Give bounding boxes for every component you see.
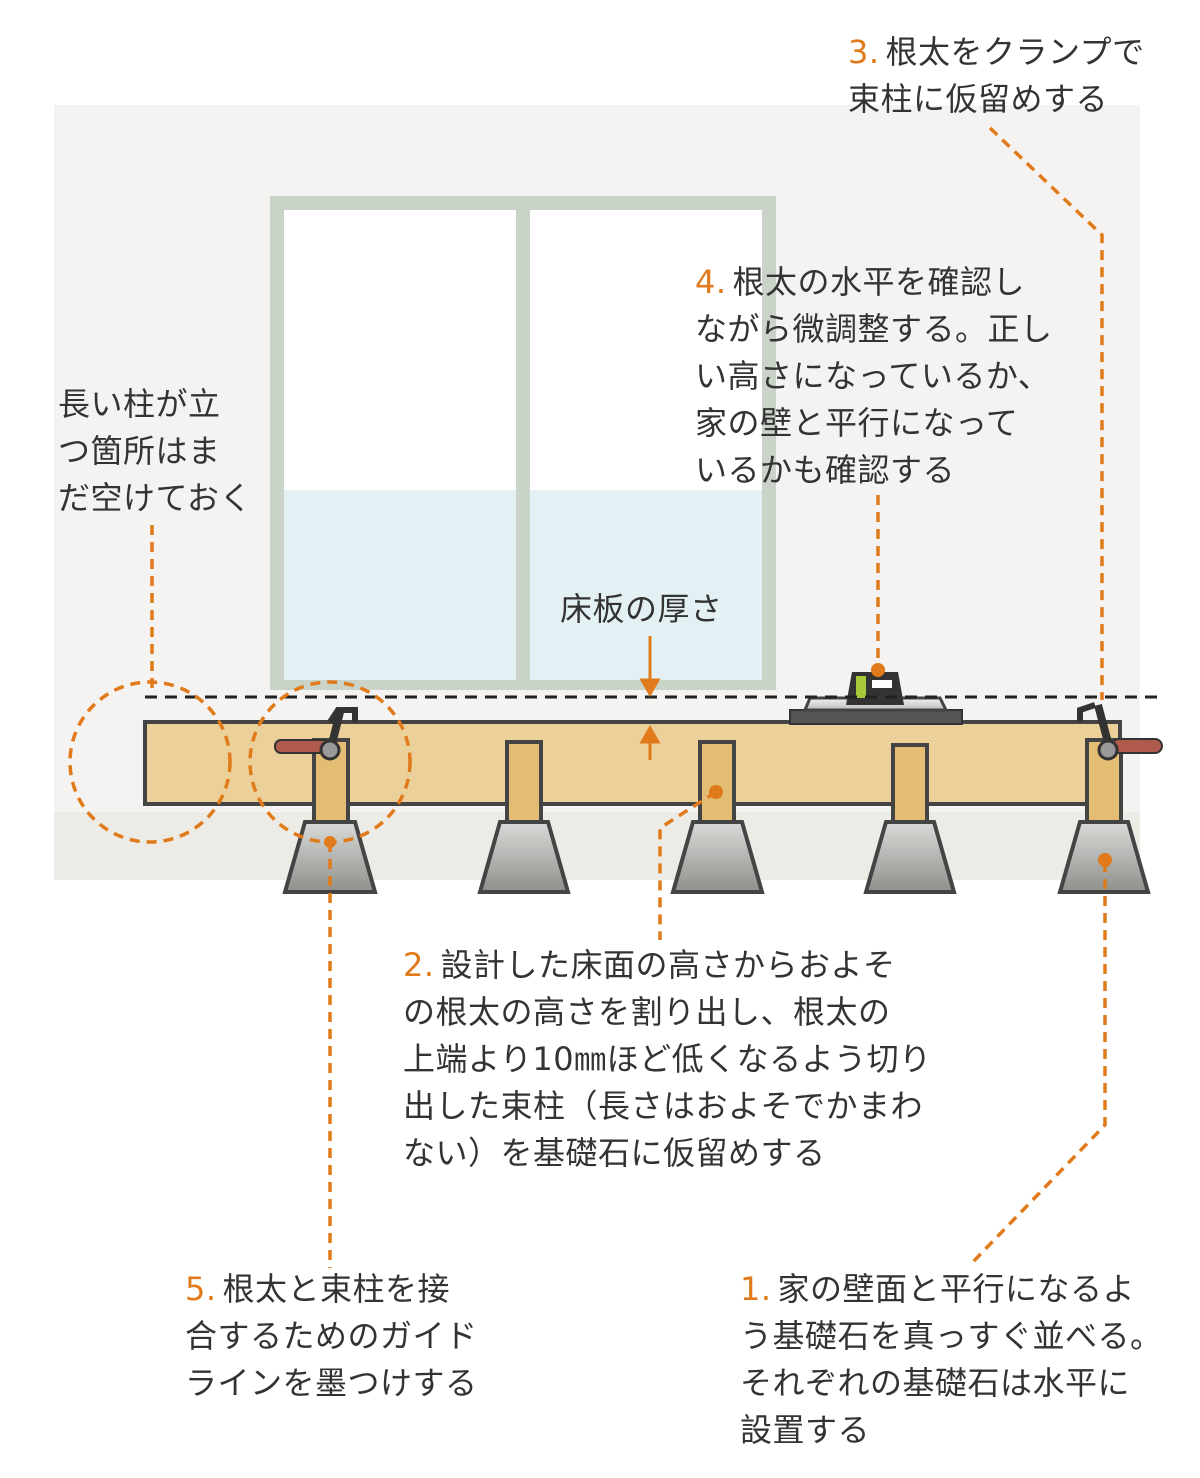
clamp-right bbox=[1077, 702, 1163, 761]
note-line: 設置する bbox=[740, 1411, 871, 1449]
note-line: だ空けておく bbox=[58, 479, 253, 517]
step-number: 4. bbox=[695, 263, 727, 301]
note-line: 上端より10㎜ほど低くなるよう切り bbox=[403, 1040, 932, 1078]
note-step5: 5.根太と束柱を接 合するためのガイド ラインを墨つけする bbox=[185, 1266, 478, 1407]
note-step2: 2.設計した床面の高さからおよそ の根太の高さを割り出し、根太の 上端より10㎜… bbox=[403, 942, 932, 1177]
note-step3: 3.根太をクランプで 束柱に仮留めする bbox=[848, 29, 1145, 123]
note-left: 長い柱が立 つ箇所はま だ空けておく bbox=[58, 381, 252, 522]
note-line: 長い柱が立 bbox=[58, 385, 221, 423]
note-line: 合するためのガイド bbox=[185, 1317, 478, 1355]
note-step1: 1.家の壁面と平行になるよ う基礎石を真っすぐ並べる。 それぞれの基礎石は水平に… bbox=[740, 1266, 1163, 1454]
label-text: 床板の厚さ bbox=[560, 590, 723, 628]
joist bbox=[143, 720, 1122, 806]
leader-lines bbox=[68, 126, 1107, 1268]
floor-thickness-label: 床板の厚さ bbox=[560, 586, 723, 633]
note-line: 根太をクランプで bbox=[885, 33, 1145, 71]
note-line: 束柱に仮留めする bbox=[848, 80, 1109, 118]
note-line: いるかも確認する bbox=[695, 451, 956, 489]
window bbox=[270, 196, 776, 690]
clamp-left bbox=[274, 707, 358, 761]
leader-dots bbox=[324, 663, 1112, 867]
step-number: 3. bbox=[848, 33, 880, 71]
note-line: 設計した床面の高さからおよそ bbox=[440, 946, 896, 984]
note-line: つ箇所はま bbox=[58, 432, 221, 470]
note-line: ながら微調整する。正し bbox=[695, 310, 1053, 348]
note-line: い高さになっているか、 bbox=[695, 357, 1051, 395]
note-line: 出した束柱（長さはおよそでかまわ bbox=[403, 1087, 924, 1125]
note-line: ない）を基礎石に仮留めする bbox=[403, 1134, 826, 1172]
note-line: 家の壁と平行になって bbox=[695, 404, 1019, 442]
note-step4: 4.根太の水平を確認し ながら微調整する。正し い高さになっているか、 家の壁と… bbox=[695, 259, 1053, 494]
note-line: それぞれの基礎石は水平に bbox=[740, 1364, 1131, 1402]
ground-band bbox=[54, 812, 1140, 880]
step-number: 5. bbox=[185, 1270, 217, 1308]
note-line: 家の壁面と平行になるよ bbox=[777, 1270, 1136, 1308]
note-line: う基礎石を真っすぐ並べる。 bbox=[740, 1317, 1163, 1355]
posts bbox=[312, 738, 1123, 824]
note-line: の根太の高さを割り出し、根太の bbox=[403, 993, 891, 1031]
thickness-arrows bbox=[639, 636, 661, 760]
note-line: 根太と束柱を接 bbox=[222, 1270, 451, 1308]
step-number: 1. bbox=[740, 1270, 772, 1308]
step-number: 2. bbox=[403, 946, 435, 984]
note-line: 根太の水平を確認し bbox=[732, 263, 1026, 301]
note-line: ラインを墨つけする bbox=[185, 1364, 478, 1402]
